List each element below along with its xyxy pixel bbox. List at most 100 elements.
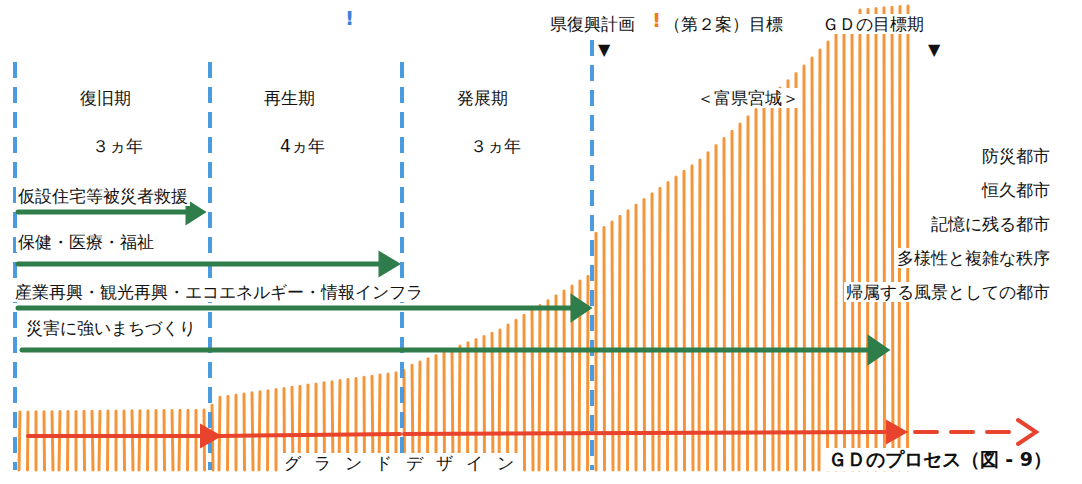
label-text: ▼ xyxy=(926,40,942,59)
growth-stroke xyxy=(906,6,910,470)
growth-stroke xyxy=(43,412,47,470)
growth-stroke xyxy=(179,410,180,470)
label-text: ＧＤの目標期 xyxy=(820,14,926,34)
growth-stroke xyxy=(546,301,550,470)
growth-stroke xyxy=(852,18,853,470)
label-text: 4ヵ年 xyxy=(278,136,327,156)
growth-stroke xyxy=(266,391,270,470)
growth-stroke xyxy=(75,411,78,470)
growth-stroke xyxy=(52,412,53,470)
growth-stroke xyxy=(715,146,718,470)
growth-stroke xyxy=(83,411,87,470)
growth-stroke xyxy=(643,199,647,470)
growth-stroke xyxy=(772,95,773,470)
growth-stroke xyxy=(875,9,878,470)
growth-stroke xyxy=(739,124,740,470)
label-text: 県復興計画 xyxy=(548,14,637,34)
growth-stroke xyxy=(826,42,830,470)
grand-design-arrow xyxy=(28,420,1036,445)
label-text: ! xyxy=(343,6,356,30)
growth-stroke xyxy=(892,7,893,470)
growth-stroke xyxy=(523,315,527,470)
growth-stroke xyxy=(475,340,478,470)
growth-stroke xyxy=(252,393,253,470)
growth-stroke xyxy=(859,10,860,470)
growth-stroke xyxy=(492,333,493,470)
growth-stroke xyxy=(652,194,653,470)
growth-stroke xyxy=(132,411,133,470)
goal-text: 帰属する風景としての都市 xyxy=(844,282,1052,302)
growth-stroke xyxy=(226,396,230,470)
program-label: 災害に強いまちづくり xyxy=(24,318,198,338)
figure-caption: ＧＤのプロセス（図 - 9） xyxy=(826,448,1054,471)
label-text: ▼ xyxy=(596,40,612,59)
label-text: （第２案）目標 xyxy=(662,14,785,34)
label-text: ３ヵ年 xyxy=(90,136,145,156)
growth-stroke xyxy=(452,349,453,470)
growth-stroke xyxy=(812,58,813,470)
growth-stroke xyxy=(883,8,887,470)
goal-text: 恒久都市 xyxy=(980,180,1052,200)
growth-stroke xyxy=(115,411,118,470)
growth-stroke xyxy=(659,188,660,470)
growth-stroke xyxy=(843,26,847,470)
growth-stroke xyxy=(186,410,190,470)
growth-stroke xyxy=(683,171,687,470)
growth-stroke xyxy=(539,306,540,470)
growth-stroke xyxy=(786,81,790,470)
growth-stroke xyxy=(635,205,638,470)
growth-stroke xyxy=(146,411,150,470)
program-label: 仮設住宅等被災者救援 xyxy=(16,186,190,206)
growth-stroke xyxy=(675,177,678,470)
growth-stroke xyxy=(732,131,733,470)
label-text: ＜富県宮城＞ xyxy=(695,88,801,108)
growth-stroke xyxy=(803,66,807,470)
label-text: 発展期 xyxy=(455,88,510,108)
goal-text: 防災都市 xyxy=(980,146,1052,166)
label-text: 再生期 xyxy=(262,88,317,108)
growth-stroke xyxy=(699,160,700,470)
growth-stroke xyxy=(763,102,767,470)
growth-stroke xyxy=(532,310,533,470)
program-label: 産業再興・観光再興・エコエネルギー・情報インフラ xyxy=(13,282,425,302)
growth-stroke xyxy=(755,110,758,470)
program-label: 保健・医療・福祉 xyxy=(16,232,156,252)
growth-stroke xyxy=(506,325,510,470)
growth-stroke xyxy=(835,34,838,470)
label-text: 復旧期 xyxy=(78,88,133,108)
growth-stroke xyxy=(243,394,247,470)
growth-stroke xyxy=(819,50,820,470)
growth-stroke xyxy=(123,411,127,470)
growth-stroke xyxy=(155,411,158,470)
growth-stroke xyxy=(706,153,710,470)
growth-stroke xyxy=(163,410,167,470)
goal-text: 多様性と複雑な秩序 xyxy=(895,248,1052,268)
goal-text: 記憶に残る都市 xyxy=(929,214,1052,234)
growth-stroke xyxy=(219,397,220,470)
growth-stroke xyxy=(466,343,470,470)
label-text: グ ラ ン ド デ ザ イ ン xyxy=(282,453,520,473)
growth-stroke xyxy=(746,117,750,470)
growth-stroke xyxy=(172,410,173,470)
growth-stroke xyxy=(19,412,20,470)
growth-stroke xyxy=(92,411,93,470)
growth-stroke xyxy=(195,410,198,470)
growth-stroke xyxy=(779,88,780,470)
growth-stroke xyxy=(106,411,110,470)
growth-stroke xyxy=(555,296,558,470)
growth-stroke xyxy=(515,320,518,470)
label-text: ３ヵ年 xyxy=(468,136,523,156)
growth-stroke xyxy=(275,390,278,470)
growth-stroke xyxy=(483,336,487,470)
growth-stroke xyxy=(459,346,460,470)
growth-stroke xyxy=(139,411,140,470)
period-divider xyxy=(15,40,592,470)
growth-stroke xyxy=(866,9,870,470)
growth-stroke xyxy=(26,412,30,470)
growth-stroke xyxy=(692,166,693,470)
growth-stroke xyxy=(723,138,727,470)
growth-stroke xyxy=(99,411,100,470)
growth-stroke xyxy=(35,412,38,470)
growth-stroke xyxy=(899,6,900,470)
